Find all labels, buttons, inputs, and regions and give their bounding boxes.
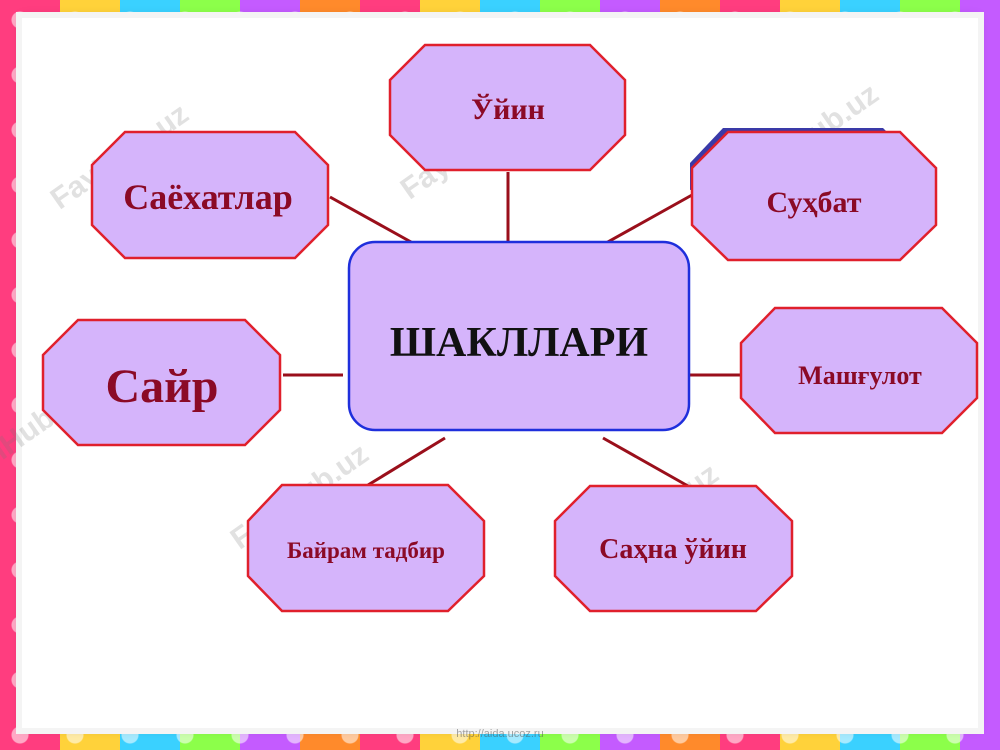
- link-sahna: [602, 436, 689, 488]
- center-node: ШАКЛЛАРИ: [347, 240, 691, 432]
- node-sayohatlar: Саёхатлар: [90, 130, 330, 260]
- node-label-sayr: Сайр: [105, 360, 218, 413]
- node-label-suhbat: Суҳбат: [767, 186, 862, 219]
- node-bayram: Байрам тадбир: [246, 483, 486, 613]
- link-bayram: [367, 436, 446, 487]
- node-label-sahna: Саҳна ўйин: [599, 534, 747, 565]
- link-sayohatlar: [329, 195, 421, 249]
- node-mashgulot: Машғулот: [739, 306, 979, 435]
- node-sahna: Саҳна ўйин: [553, 484, 794, 613]
- node-label-mashgulot: Машғулот: [798, 361, 922, 390]
- node-label-uyin: Ўйин: [471, 93, 545, 126]
- footer-url: http://aida.ucoz.ru: [456, 728, 544, 740]
- center-label: ШАКЛЛАРИ: [390, 320, 648, 366]
- node-suhbat: Суҳбат: [690, 128, 938, 262]
- node-label-sayohatlar: Саёхатлар: [123, 177, 293, 217]
- link-suhbat: [596, 193, 693, 250]
- node-uyin: Ўйин: [388, 43, 627, 172]
- node-sayr: Сайр: [41, 318, 282, 447]
- node-label-bayram: Байрам тадбир: [287, 538, 445, 563]
